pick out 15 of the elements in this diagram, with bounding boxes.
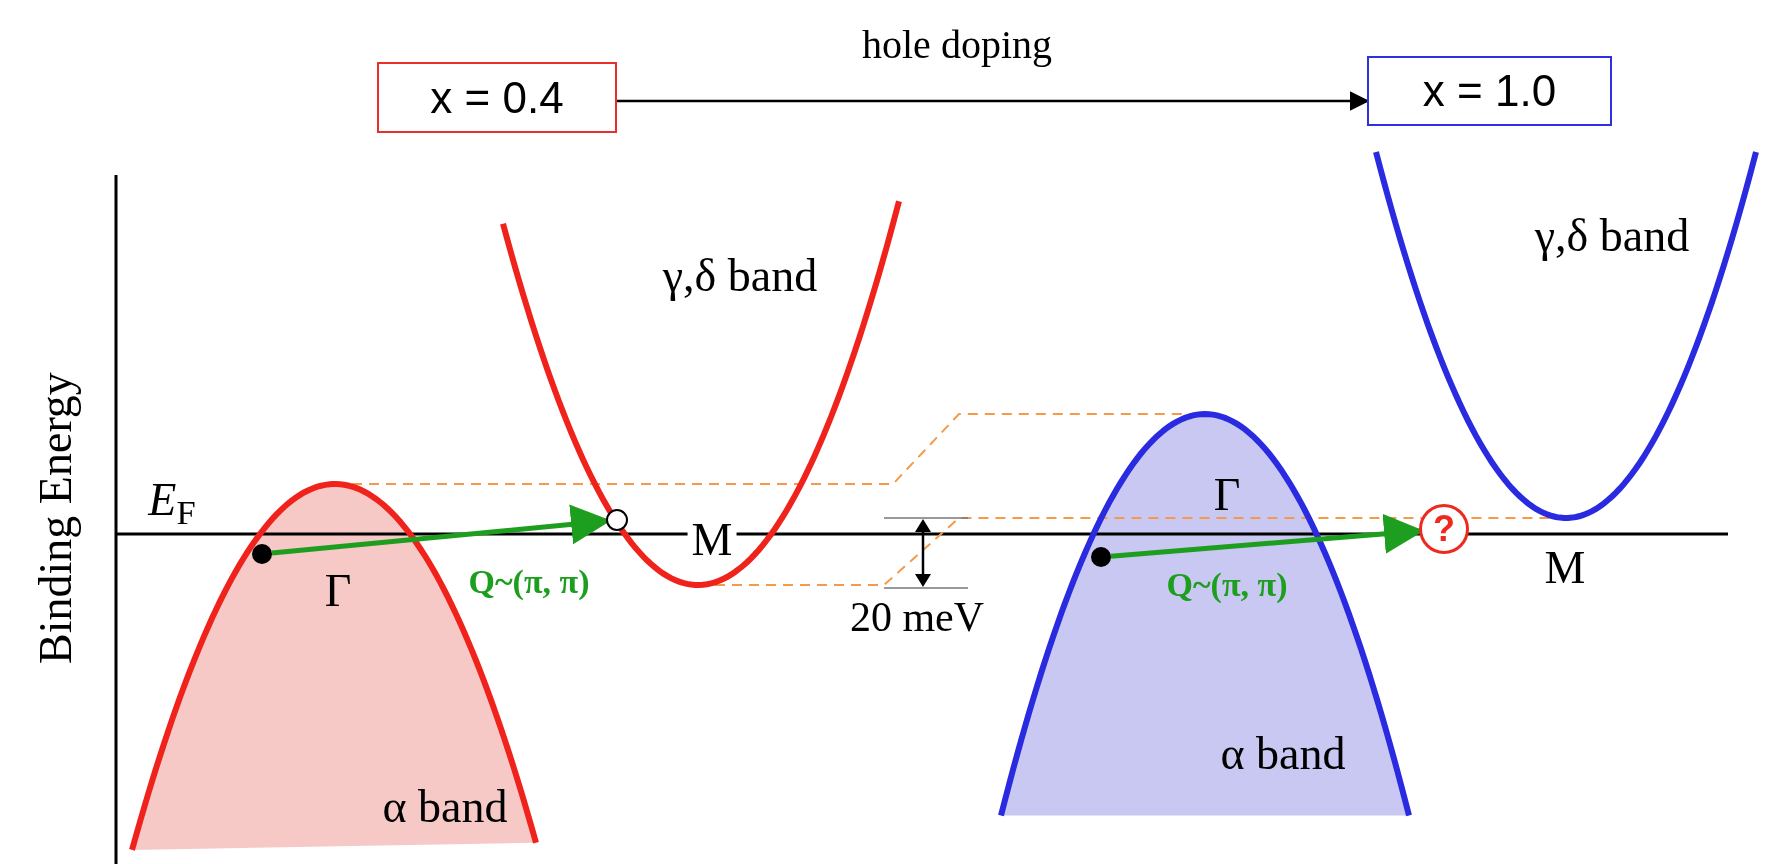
- fermi-level-label: E$_{F}$: [148, 477, 196, 523]
- edge-label: Q~(π, π): [1166, 568, 1288, 602]
- point-label: Γ: [324, 568, 352, 614]
- point-label: M: [1544, 545, 1586, 591]
- axis-label: Binding Energy: [33, 372, 79, 664]
- band-label: α band: [1220, 731, 1346, 777]
- band-label: γ,δ band: [662, 253, 818, 299]
- point-label: Γ: [1213, 472, 1241, 518]
- doping-level-box: x = 0.4: [377, 62, 617, 133]
- edge-label: Q~(π, π): [468, 565, 590, 599]
- band-label: γ,δ band: [1534, 213, 1690, 259]
- edge-label: hole doping: [862, 25, 1052, 65]
- band-label: α band: [382, 784, 508, 830]
- energy-gap-label: 20 meV: [849, 596, 985, 638]
- doping-level-box: x = 1.0: [1367, 56, 1612, 126]
